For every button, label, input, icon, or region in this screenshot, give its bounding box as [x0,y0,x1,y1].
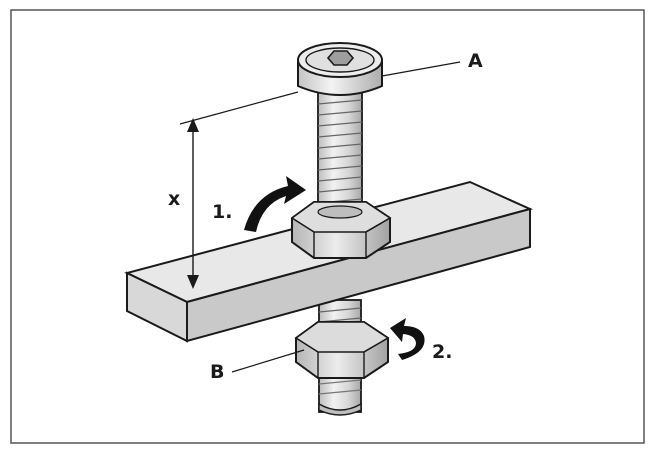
rotate-arrow-1-icon [244,176,306,232]
hex-socket-icon [326,50,355,66]
label-b: B [210,361,224,383]
upper-nut [290,201,392,259]
lower-nut [294,321,390,379]
bolt-head [297,42,383,96]
label-step-two: 2. [432,341,452,363]
label-a: A [468,50,483,72]
dimension-x [179,91,299,289]
leader-line-a [381,61,461,77]
leader-line-b [231,349,305,373]
rotate-arrow-2-icon [390,318,425,360]
label-step-one: 1. [212,201,232,223]
label-dimension-x: x [168,188,180,210]
